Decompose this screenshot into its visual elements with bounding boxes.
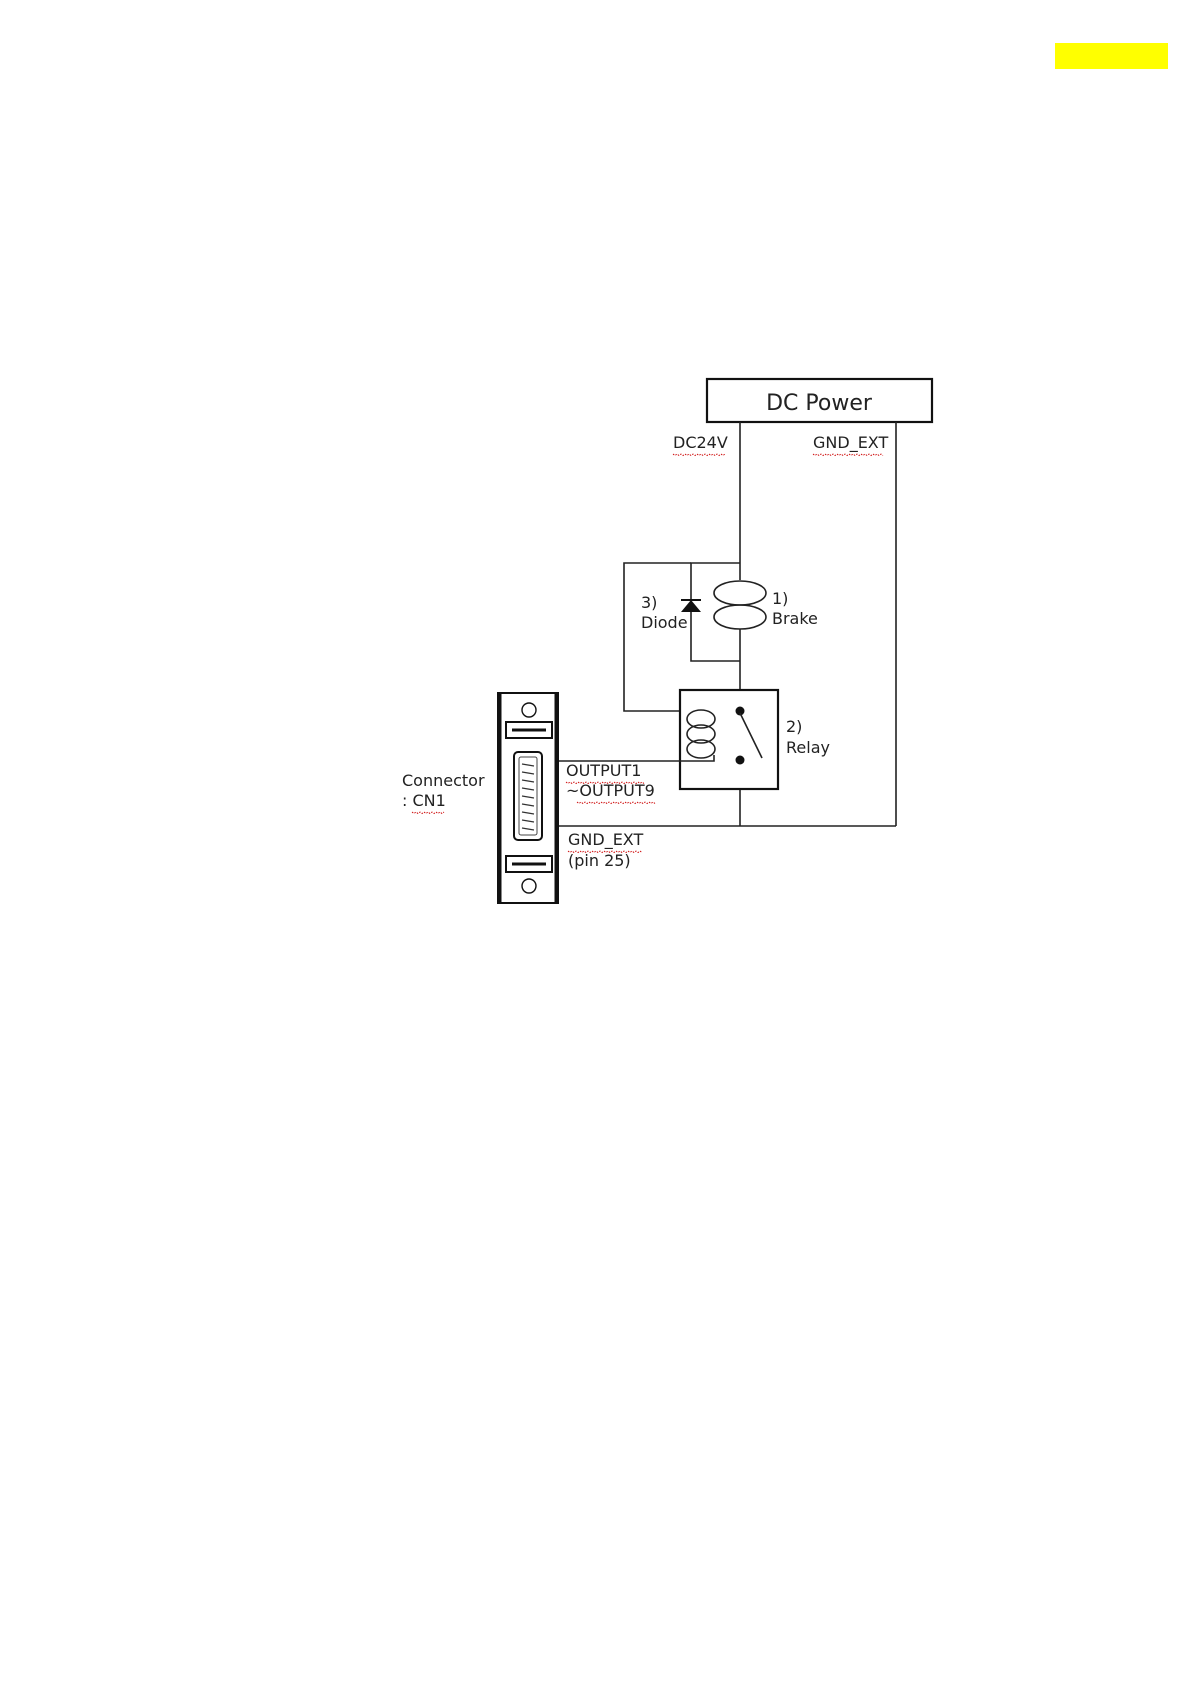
brake-coil <box>714 570 766 640</box>
relay-contact-bottom <box>736 756 745 765</box>
connector-cn1 <box>498 693 558 903</box>
relay-coil-feed-wire <box>624 563 700 711</box>
relay-box <box>680 690 778 789</box>
cn1-spell-underline <box>412 812 444 814</box>
diode-number: 3) <box>641 593 657 612</box>
output-range-label: ~OUTPUT9 <box>566 781 655 800</box>
brake-number: 1) <box>772 589 788 608</box>
relay-number: 2) <box>786 717 802 736</box>
diode-icon <box>681 600 701 612</box>
dc24v-label: DC24V <box>673 433 728 452</box>
gnd-ext-spell-underline <box>813 454 883 456</box>
dc-power-label: DC Power <box>766 391 873 416</box>
gnd-ext-label: GND_EXT <box>813 433 888 453</box>
relay-label: Relay <box>786 738 830 757</box>
connector-id-label: : CN1 <box>402 791 446 810</box>
connector-label: Connector <box>402 771 485 790</box>
brake-label: Brake <box>772 609 818 628</box>
gnd-pin-number-label: (pin 25) <box>568 851 631 870</box>
diode-label: Diode <box>641 613 688 632</box>
output-label: OUTPUT1 <box>566 761 641 780</box>
gnd-pin-label: GND_EXT <box>568 830 643 850</box>
output9-spell-underline <box>577 802 655 804</box>
dc24v-spell-underline <box>673 454 725 456</box>
